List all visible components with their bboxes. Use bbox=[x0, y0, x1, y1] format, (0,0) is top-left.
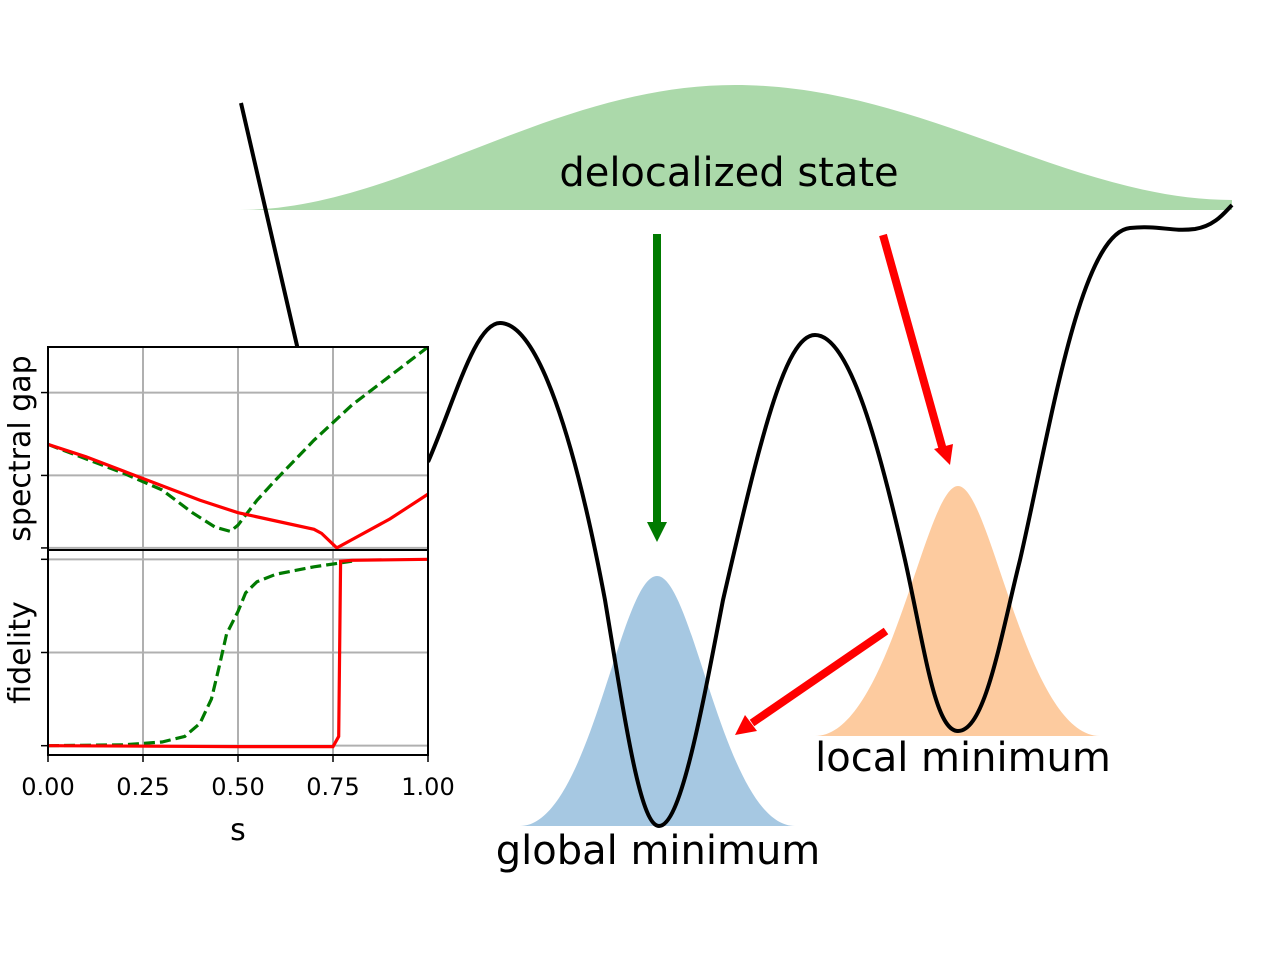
delocalized-state-label: delocalized state bbox=[559, 150, 898, 196]
delocalized-state-distribution bbox=[240, 85, 1232, 210]
x-tick-label: 0.25 bbox=[116, 773, 169, 801]
local-minimum-label: local minimum bbox=[815, 735, 1111, 781]
bottom-ylabel: fidelity bbox=[3, 601, 38, 704]
red-arrow-shaft-global bbox=[749, 627, 889, 727]
x-tick-label: 0.75 bbox=[306, 773, 359, 801]
red-arrow-shaft-local bbox=[879, 233, 947, 452]
x-tick-label: 0.00 bbox=[21, 773, 74, 801]
red-arrow-head-local bbox=[934, 444, 953, 465]
x-axis-label: s bbox=[230, 813, 246, 848]
global-minimum-label: global minimum bbox=[496, 828, 821, 874]
local-minimum-distribution bbox=[815, 486, 1100, 736]
top-ylabel: spectral gap bbox=[3, 355, 38, 541]
green-arrow-head bbox=[647, 522, 667, 542]
red-arrow-head-global bbox=[735, 715, 757, 735]
top-series-green-dashed-line bbox=[47, 345, 429, 534]
inset-charts: spectral gap fidelity 0.00 0.25 0.50 0.75 1.00… bbox=[3, 345, 455, 848]
bottom-series-red-solid-line bbox=[47, 557, 429, 749]
bottom-series-green-dashed-line bbox=[47, 559, 353, 748]
x-tick-label: 0.50 bbox=[211, 773, 264, 801]
global-minimum-distribution bbox=[520, 576, 795, 826]
x-tick-label: 1.00 bbox=[401, 773, 454, 801]
top-series-red-solid-line bbox=[47, 442, 429, 550]
potential-energy-curve bbox=[239, 102, 1234, 829]
